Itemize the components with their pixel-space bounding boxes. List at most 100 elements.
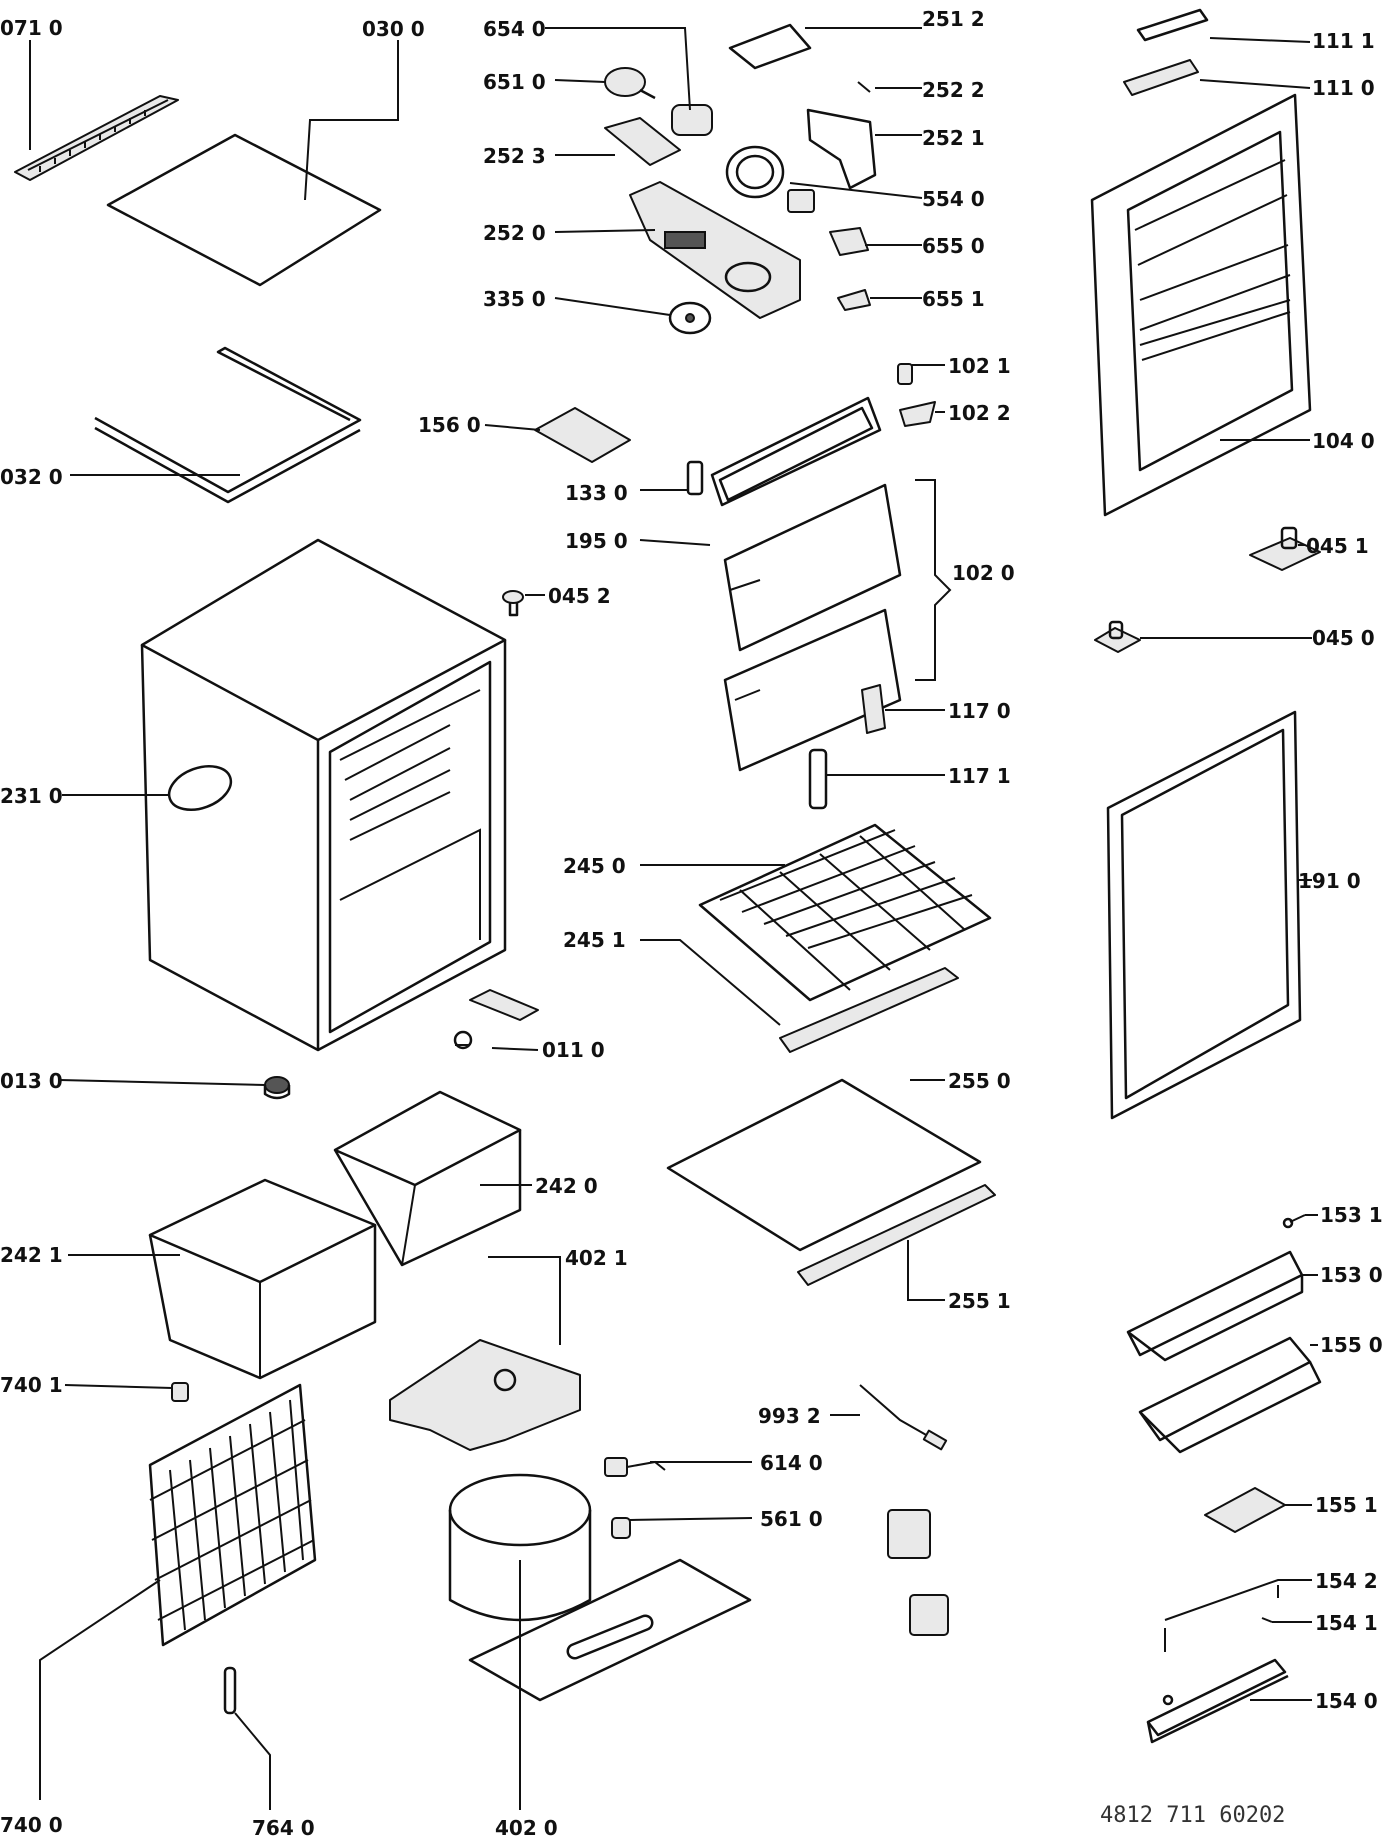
label-2522: 252 2 (922, 78, 985, 102)
label-2520: 252 0 (483, 221, 546, 245)
part-0452-screw (502, 590, 524, 617)
part-2521-bracket (806, 108, 877, 190)
label-6550: 655 0 (922, 234, 985, 258)
part-9932-wire (859, 1384, 948, 1451)
part-1170-part (861, 684, 886, 734)
part-labels: 071 0 030 0 654 0 251 2 111 1 651 0 252 … (0, 7, 1383, 1840)
label-0452: 045 2 (548, 584, 611, 608)
part-1040-door (1090, 93, 1312, 517)
part-7401-clip (171, 1382, 189, 1402)
label-1530: 153 0 (1320, 1263, 1383, 1287)
part-1910-door-gasket (1106, 710, 1302, 1120)
label-1531: 153 1 (1320, 1203, 1383, 1227)
part-1022-part (899, 401, 936, 427)
label-7640: 764 0 (252, 1816, 315, 1840)
part-1950-freezer-door (710, 396, 882, 507)
label-2521: 252 1 (922, 126, 985, 150)
part-1020-freezer (723, 479, 952, 772)
part-2551-shelf-trim (797, 1184, 996, 1286)
part-1111-trim (1136, 8, 1209, 42)
part-7400-condenser (148, 1383, 317, 1647)
part-2451-shelf-trim (779, 967, 959, 1053)
part-0320-frame (94, 346, 362, 504)
part-6140-relay (604, 1457, 666, 1477)
label-1110: 111 0 (1312, 76, 1375, 100)
part-2523-lamp-holder (604, 117, 681, 166)
part-2310-cabinet (140, 538, 507, 1052)
part-0710-grille (14, 95, 179, 181)
part-1330-latch (686, 460, 704, 496)
part-5540-ring (725, 145, 785, 199)
label-2451: 245 1 (563, 928, 626, 952)
label-9932: 993 2 (758, 1404, 821, 1428)
label-5610: 561 0 (760, 1507, 823, 1531)
label-2523: 252 3 (483, 144, 546, 168)
label-0300: 030 0 (362, 17, 425, 41)
part-6551-clip (837, 289, 871, 311)
label-2450: 245 0 (563, 854, 626, 878)
part-2520-housing (629, 181, 801, 319)
part-6540-switch (671, 104, 713, 136)
part-1541-screw (1261, 1617, 1273, 1623)
part-2512-cover (728, 23, 812, 70)
part-2522-screw (857, 81, 871, 93)
label-0450: 045 0 (1312, 626, 1375, 650)
part-1110-hinge (1123, 59, 1199, 96)
part-0110-hinge (453, 989, 539, 1050)
part-2450-wire-shelf (698, 823, 992, 1002)
leader-lines (29, 27, 1318, 1810)
label-5540: 554 0 (922, 187, 985, 211)
label-1560: 156 0 (418, 413, 481, 437)
label-1040: 104 0 (1312, 429, 1375, 453)
label-3350: 335 0 (483, 287, 546, 311)
part-0300-top-plate (106, 133, 382, 287)
label-1021: 102 1 (948, 354, 1011, 378)
label-4021: 402 1 (565, 1246, 628, 1270)
part-2421-crisper (148, 1178, 377, 1380)
label-2421: 242 1 (0, 1243, 63, 1267)
part-4020-compressor (448, 1473, 752, 1702)
label-6510: 651 0 (483, 70, 546, 94)
label-2550: 255 0 (948, 1069, 1011, 1093)
label-2310: 231 0 (0, 784, 63, 808)
label-7400: 740 0 (0, 1813, 63, 1837)
label-0320: 032 0 (0, 465, 63, 489)
label-1541: 154 1 (1315, 1611, 1378, 1635)
drawing-number: 4812 711 60202 (1100, 1803, 1285, 1828)
part-2550-glass-shelf (666, 1078, 982, 1252)
label-2551: 255 1 (948, 1289, 1011, 1313)
label-0130: 013 0 (0, 1069, 63, 1093)
label-1022: 102 2 (948, 401, 1011, 425)
part-1171-part (808, 748, 828, 810)
label-1542: 154 2 (1315, 1569, 1378, 1593)
label-1551: 155 1 (1315, 1493, 1378, 1517)
part-1551-egg-tray (1204, 1487, 1286, 1533)
part-1560-ice-tray (534, 407, 631, 463)
label-1910: 191 0 (1298, 869, 1361, 893)
label-0710: 071 0 (0, 16, 63, 40)
label-2512: 251 2 (922, 7, 985, 31)
part-1550-door-bin (1138, 1336, 1322, 1454)
label-1170: 117 0 (948, 699, 1011, 723)
label-1950: 195 0 (565, 529, 628, 553)
part-3350-knob (668, 301, 712, 335)
label-1111: 111 1 (1312, 29, 1375, 53)
part-6550-block (829, 227, 869, 256)
part-1540-door-bar (1146, 1628, 1289, 1744)
part-0130-foot (263, 1076, 291, 1100)
part-6510-lamp (604, 67, 656, 100)
label-1020: 102 0 (952, 561, 1015, 585)
label-1171: 117 1 (948, 764, 1011, 788)
label-6540: 654 0 (483, 17, 546, 41)
label-0110: 011 0 (542, 1038, 605, 1062)
part-5610-overload (611, 1517, 631, 1539)
part-1021-part (897, 363, 913, 385)
label-7401: 740 1 (0, 1373, 63, 1397)
label-6551: 655 1 (922, 287, 985, 311)
label-0451: 045 1 (1306, 534, 1369, 558)
label-4020: 402 0 (495, 1816, 558, 1840)
part-2420-crisper (333, 1090, 522, 1267)
part-terminal-cover (887, 1509, 949, 1636)
part-0450-hinge-pin (1094, 620, 1141, 653)
